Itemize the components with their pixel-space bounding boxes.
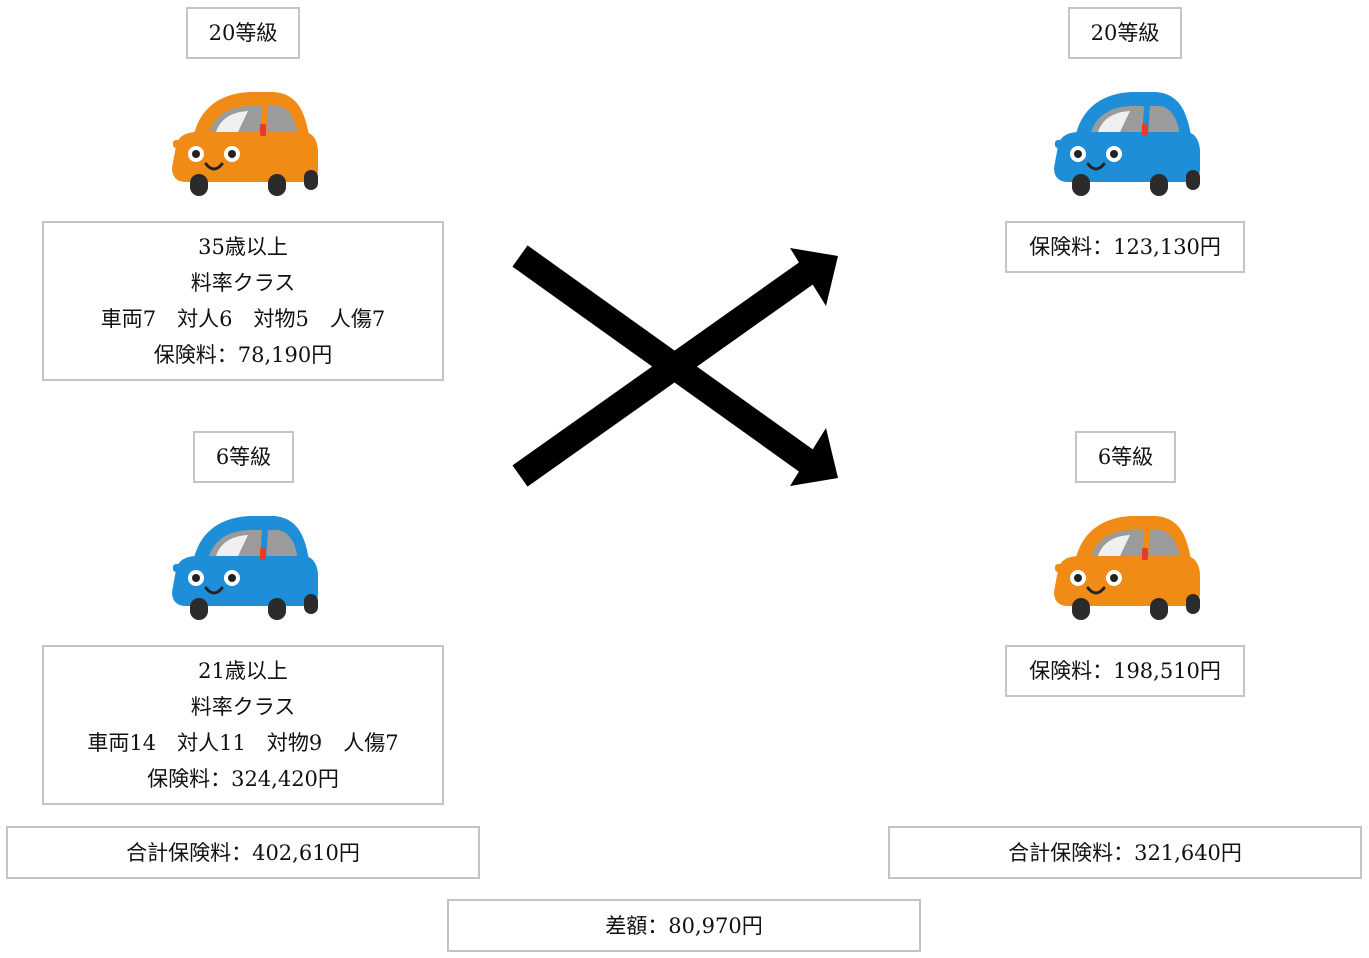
left-bottom-info-box: 21歳以上 料率クラス 車両14 対人11 対物9 人傷7 保険料：324,42… xyxy=(42,645,444,805)
blue-car-icon xyxy=(1052,90,1202,196)
right-bottom-grade-label: 6等級 xyxy=(1075,431,1176,483)
left-bottom-grade-label: 6等級 xyxy=(193,431,294,483)
right-top-premium-box: 保険料：123,130円 xyxy=(1005,221,1245,273)
rate-classes: 車両14 対人11 対物9 人傷7 xyxy=(87,731,399,755)
age-condition: 35歳以上 xyxy=(198,235,288,259)
premium-difference: 差額：80,970円 xyxy=(447,899,921,952)
orange-car-icon xyxy=(1052,514,1202,620)
right-top-grade-label: 20等級 xyxy=(1068,7,1182,59)
left-top-info-box: 35歳以上 料率クラス 車両7 対人6 対物5 人傷7 保険料：78,190円 xyxy=(42,221,444,381)
premium: 保険料：78,190円 xyxy=(153,343,333,367)
age-condition: 21歳以上 xyxy=(198,659,288,683)
left-top-grade-label: 20等級 xyxy=(186,7,300,59)
right-bottom-premium-box: 保険料：198,510円 xyxy=(1005,645,1245,697)
rate-classes: 車両7 対人6 対物5 人傷7 xyxy=(100,307,386,331)
left-total-premium: 合計保険料：402,610円 xyxy=(6,826,480,879)
arrow-up-right xyxy=(512,261,816,487)
rate-class-label: 料率クラス xyxy=(190,271,296,295)
right-total-premium: 合計保険料：321,640円 xyxy=(888,826,1362,879)
premium: 保険料：324,420円 xyxy=(147,767,339,791)
rate-class-label: 料率クラス xyxy=(190,695,296,719)
